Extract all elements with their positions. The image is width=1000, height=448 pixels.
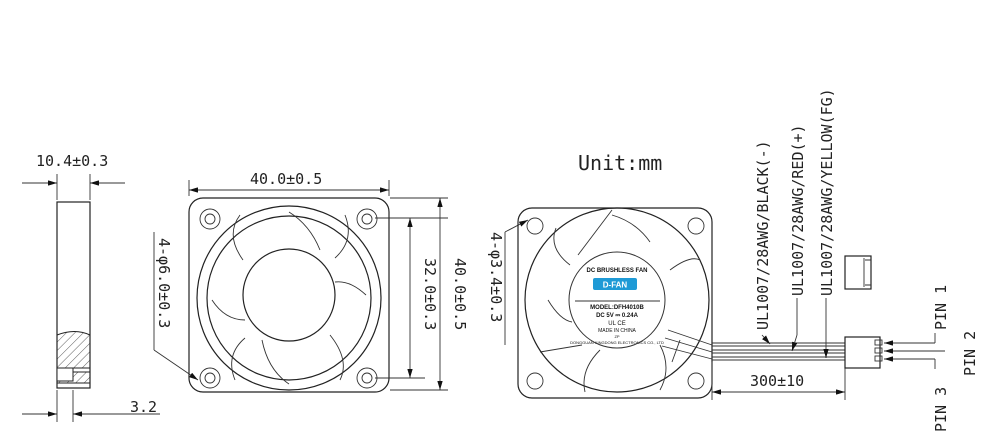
wire-label-red: UL1007/28AWG/RED(+) — [789, 124, 807, 296]
rear-hole-dim: 4-φ3.4±0.3 — [487, 232, 505, 322]
wire-label-yellow: UL1007/28AWG/YELLOW(FG) — [818, 88, 836, 296]
front-hole-spacing-dim: 32.0±0.3 — [421, 258, 439, 330]
front-height-dim: 40.0±0.5 — [451, 258, 469, 330]
rear-view: 4-φ3.4±0.3 DC BRUSHLESS FAN D-FAN MODEL:… — [487, 207, 713, 399]
front-hub-dim: 4-φ6.0±0.3 — [155, 238, 173, 328]
side-offset-dim: 3.2 — [130, 398, 157, 416]
wire-length-dim: 300±10 — [750, 372, 804, 390]
sticker-made-in: MADE IN CHINA — [598, 328, 636, 334]
sticker-code: ZP — [614, 334, 619, 339]
front-view: 40.0±0.5 32.0±0.3 40.0±0.5 4-φ6.0±0.3 — [153, 170, 469, 393]
front-width-dim: 40.0±0.5 — [250, 170, 322, 188]
pin-3-label: PIN 3 — [932, 387, 950, 432]
unit-label: Unit:mm — [578, 151, 662, 175]
pin-2-label: PIN 2 — [961, 331, 979, 376]
side-view: 10.4±0.3 3.2 — [22, 152, 160, 422]
pin-1-label: PIN 1 — [932, 285, 950, 330]
sticker-model: MODEL:DFH4010B — [590, 305, 644, 311]
connector: PIN 1 PIN 2 PIN 3 — [844, 255, 979, 432]
brand-logo — [593, 278, 637, 290]
sticker-rating: DC 5V ⎓ 0.24A — [596, 313, 638, 319]
wire-harness: UL1007/28AWG/BLACK(-) UL1007/28AWG/RED(+… — [711, 88, 846, 400]
sticker-cert: UL CE — [608, 321, 625, 327]
sticker-title: DC BRUSHLESS FAN — [586, 268, 647, 274]
side-width-dim: 10.4±0.3 — [36, 152, 108, 170]
wire-label-black: UL1007/28AWG/BLACK(-) — [754, 140, 772, 330]
brand-text: D-FAN — [603, 281, 628, 290]
sticker-company: DONGGUAN XINGDONG ELECTRONICS CO., LTD — [570, 340, 664, 345]
side-frame — [56, 201, 91, 389]
